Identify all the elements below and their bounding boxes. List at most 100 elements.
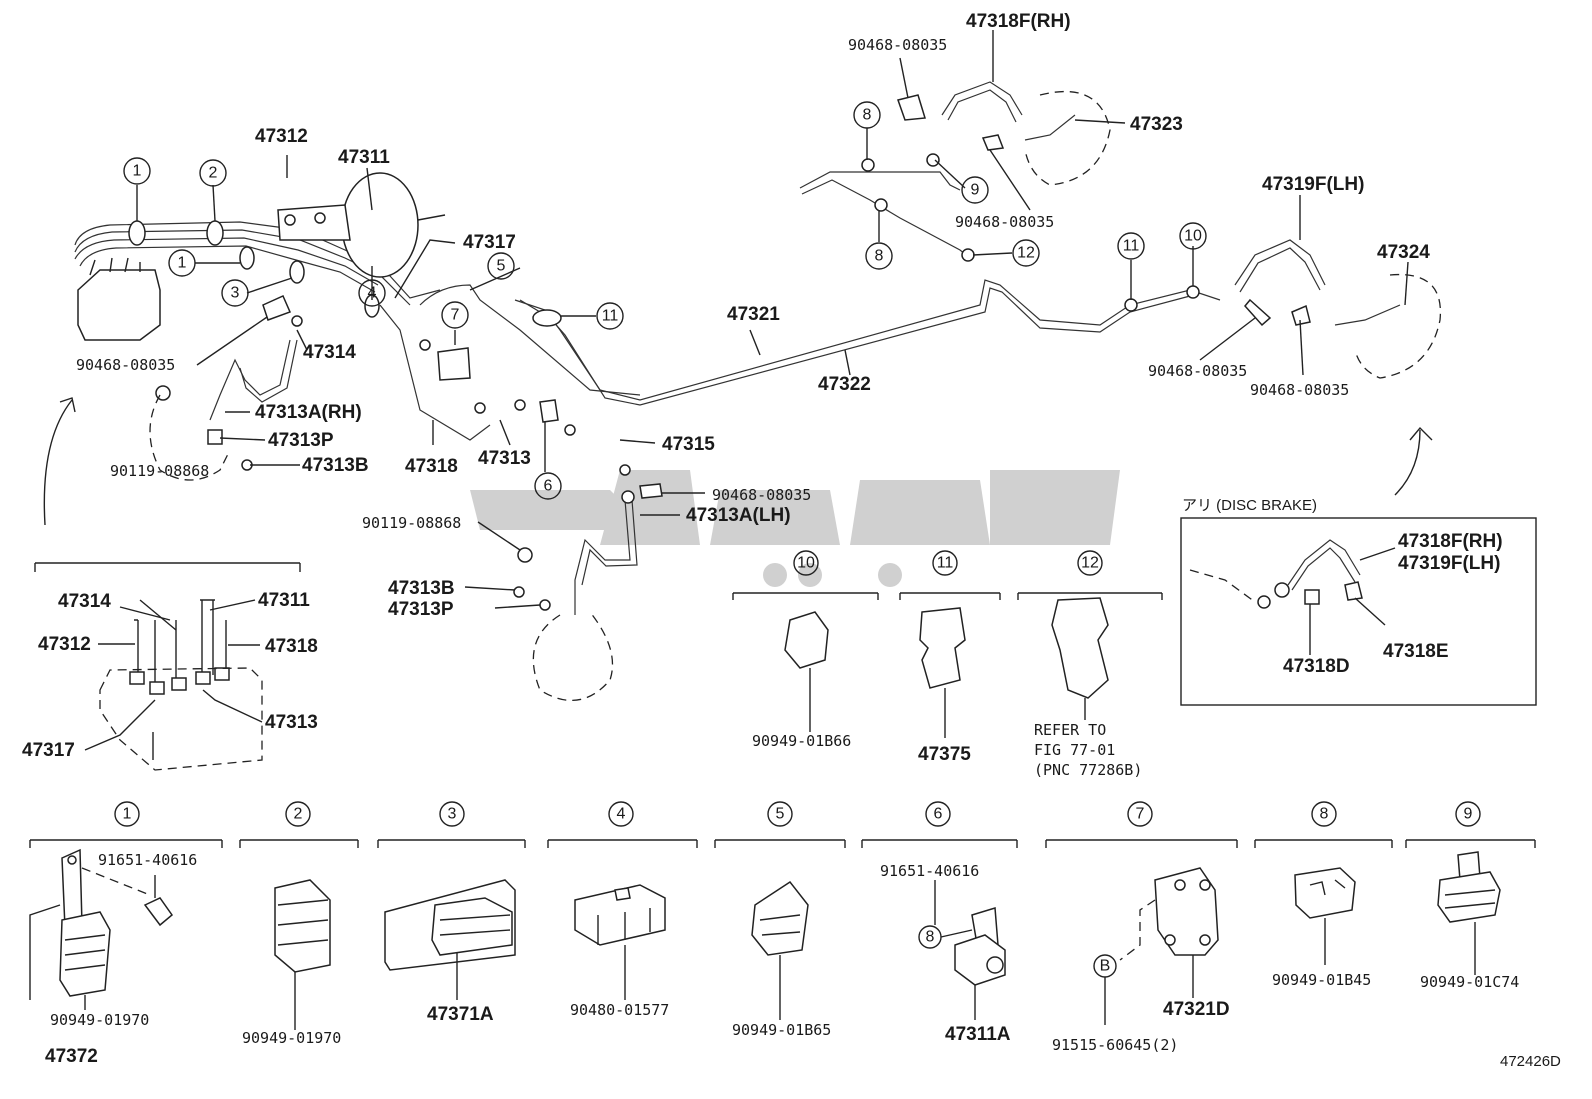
callout-9: 9 — [971, 182, 980, 199]
callout-11b: 11 — [1123, 238, 1140, 255]
bottom-callout-9: 9 — [1464, 806, 1473, 823]
label-91651-40616-a: 91651-40616 — [98, 851, 197, 869]
callout-10: 10 — [1184, 228, 1202, 245]
main-small-parts — [262, 295, 663, 499]
label-47313p-2: 47313P — [388, 599, 454, 620]
disc-brake-title: アリ (DISC BRAKE) — [1182, 497, 1317, 514]
detail-label-47317: 47317 — [22, 740, 75, 761]
label-47375: 47375 — [918, 744, 971, 765]
callout-5: 5 — [497, 258, 506, 275]
label-47321: 47321 — [727, 304, 780, 325]
bottom-callout-2: 2 — [294, 806, 303, 823]
abs-actuator — [77, 257, 161, 341]
label-47319f-lh: 47319F(LH) — [1262, 174, 1364, 195]
label-90468-c: 90468-08035 — [1148, 362, 1247, 380]
disc-label-47318e: 47318E — [1383, 641, 1449, 662]
main-callouts — [123, 101, 1207, 500]
label-47312: 47312 — [255, 126, 308, 147]
bottom-callout-8: 8 — [1320, 806, 1329, 823]
label-90949-01b66: 90949-01B66 — [752, 732, 851, 750]
front-hose-rh — [149, 339, 298, 481]
clamp-callout-11: 11 — [937, 555, 954, 572]
label-47313b: 47313B — [302, 455, 369, 476]
label-pnc-77286b: (PNC 77286B) — [1034, 761, 1142, 779]
callout-8: 8 — [863, 107, 872, 124]
label-90468-d: 90468-08035 — [1250, 381, 1349, 399]
brake-booster — [277, 172, 446, 278]
detail-label-47311: 47311 — [258, 590, 310, 611]
label-47311: 47311 — [338, 147, 390, 168]
label-90949-01b65: 90949-01B65 — [732, 1021, 831, 1039]
label-refer-to: REFER TO — [1034, 721, 1106, 739]
main-callout-numbers: 1 2 1 3 4 5 7 11 6 8 8 9 12 11 10 — [133, 107, 1202, 495]
label-47313p: 47313P — [268, 430, 334, 451]
callout-2: 2 — [209, 165, 218, 182]
label-90949-01b45: 90949-01B45 — [1272, 971, 1371, 989]
callout-1: 1 — [133, 163, 142, 180]
bottom-callout-1: 1 — [123, 806, 132, 823]
rear-hose-rh — [897, 81, 1111, 186]
disc-brake-inset: アリ (DISC BRAKE) 47318F(RH) 47319F(LH) 47… — [1180, 497, 1537, 706]
main-labels: 47318F(RH) 90468-08035 47323 90468-08035… — [76, 11, 1430, 620]
label-91515-60645: 91515-60645(2) — [1052, 1036, 1178, 1054]
leader-lines — [136, 30, 1409, 609]
callout-1b: 1 — [178, 255, 187, 272]
disc-label-47318f: 47318F(RH) — [1398, 531, 1503, 552]
label-90468-e: 90468-08035 — [76, 356, 175, 374]
label-90119-a: 90119-08868 — [110, 462, 209, 480]
disc-label-47318d: 47318D — [1283, 656, 1350, 677]
clamp-callout-12: 12 — [1081, 555, 1099, 572]
label-47323: 47323 — [1130, 114, 1183, 135]
orientation-arrows — [43, 397, 1433, 526]
label-fig-77-01: FIG 77-01 — [1034, 741, 1115, 759]
detail-label-47312: 47312 — [38, 634, 91, 655]
label-90468-b: 90468-08035 — [955, 213, 1054, 231]
label-47321d: 47321D — [1163, 999, 1230, 1020]
label-90949-01c74: 90949-01C74 — [1420, 973, 1519, 991]
detail-label-47313: 47313 — [265, 712, 318, 733]
watermark-logo — [470, 470, 1120, 587]
label-47371a: 47371A — [427, 1004, 494, 1025]
label-47313a-rh: 47313A(RH) — [255, 402, 362, 423]
callout-11: 11 — [602, 308, 619, 325]
label-47372: 47372 — [45, 1046, 98, 1067]
label-47311a: 47311A — [945, 1024, 1011, 1045]
callout-4: 4 — [368, 285, 377, 302]
label-47314: 47314 — [303, 342, 356, 363]
bottom-callout-3: 3 — [448, 806, 457, 823]
label-47313b-2: 47313B — [388, 578, 455, 599]
label-90949-01970-a: 90949-01970 — [50, 1011, 149, 1029]
detail-label-47314: 47314 — [58, 591, 111, 612]
label-90468-a: 90468-08035 — [848, 36, 947, 54]
callout-7: 7 — [451, 307, 460, 324]
label-47318f-rh: 47318F(RH) — [966, 11, 1071, 32]
label-91651-40616-b: 91651-40616 — [880, 862, 979, 880]
bottom-callout-8-on-6: 8 — [926, 929, 935, 946]
rear-hose-lh — [1234, 239, 1442, 379]
label-90480-01577: 90480-01577 — [570, 1001, 669, 1019]
clamp-callout-10: 10 — [797, 555, 815, 572]
label-47313a-lh: 47313A(LH) — [686, 505, 791, 526]
bottom-clamp-row: 1 2 3 4 5 6 7 8 9 91651-40616 90949-0197… — [29, 801, 1536, 1067]
label-47313: 47313 — [478, 448, 531, 469]
label-47318: 47318 — [405, 456, 458, 477]
label-47322: 47322 — [818, 374, 871, 395]
callout-3: 3 — [231, 285, 240, 302]
detail-label-47318: 47318 — [265, 636, 318, 657]
main-pipe-run — [74, 153, 1221, 441]
front-hose-lh — [513, 490, 638, 702]
bottom-callout-6: 6 — [934, 806, 943, 823]
bottom-callout-7: 7 — [1136, 806, 1145, 823]
figure-id: 472426D — [1500, 1053, 1561, 1070]
label-47315: 47315 — [662, 434, 715, 455]
detail-clamps-10-12: 10 11 12 90949-01B66 47375 REFER TO FIG … — [732, 550, 1163, 779]
callout-b: B — [1100, 958, 1111, 975]
label-47324: 47324 — [1377, 242, 1430, 263]
callout-8b: 8 — [875, 248, 884, 265]
disc-label-47319f: 47319F(LH) — [1398, 553, 1500, 574]
callout-12: 12 — [1017, 245, 1035, 262]
label-90949-01970-b: 90949-01970 — [242, 1029, 341, 1047]
callout-6: 6 — [544, 478, 553, 495]
